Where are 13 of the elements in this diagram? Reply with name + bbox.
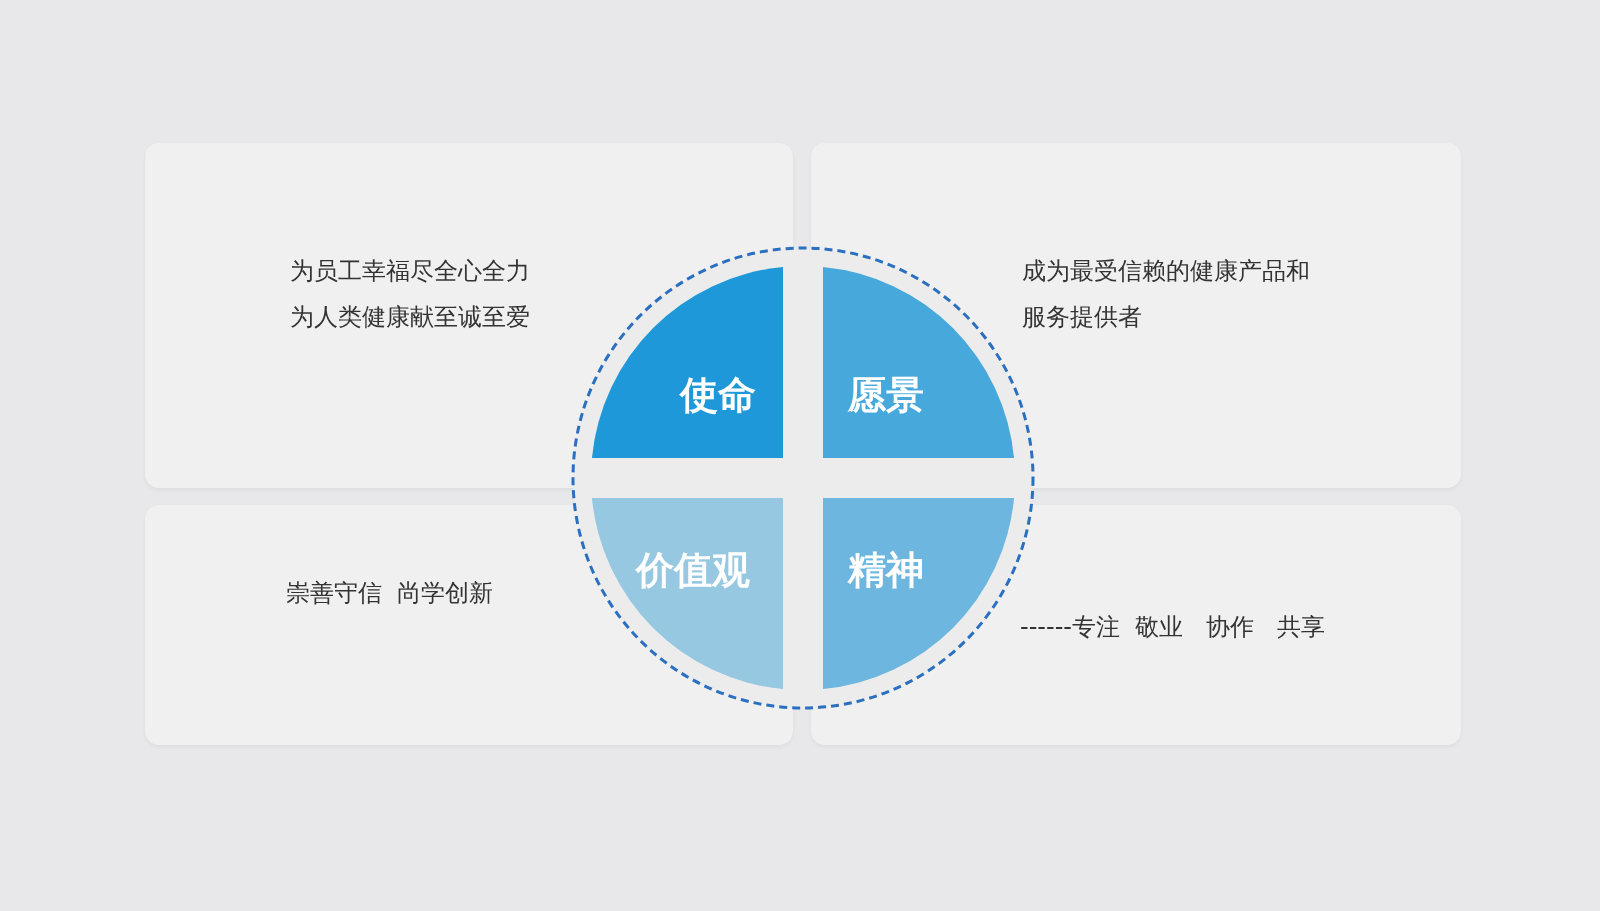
sector-label: 精神 bbox=[848, 547, 924, 594]
quadrant-sector bbox=[823, 266, 1015, 458]
sector-label: 价值观 bbox=[636, 547, 750, 594]
description-text: 成为最受信赖的健康产品和服务提供者 bbox=[1022, 248, 1312, 340]
sector-label: 使命 bbox=[680, 372, 756, 419]
description-text: ------专注 敬业 协作 共享 bbox=[1020, 604, 1325, 650]
quadrant-sector bbox=[591, 266, 783, 458]
quadrant-sector bbox=[591, 498, 783, 690]
description-text: 为员工幸福尽全心全力 bbox=[290, 248, 530, 294]
description-text: 崇善守信 尚学创新 bbox=[286, 570, 494, 616]
description-text: 为人类健康献至诚至爱 bbox=[290, 294, 530, 340]
sector-label: 愿景 bbox=[848, 372, 924, 419]
quadrant-sector bbox=[823, 498, 1015, 690]
